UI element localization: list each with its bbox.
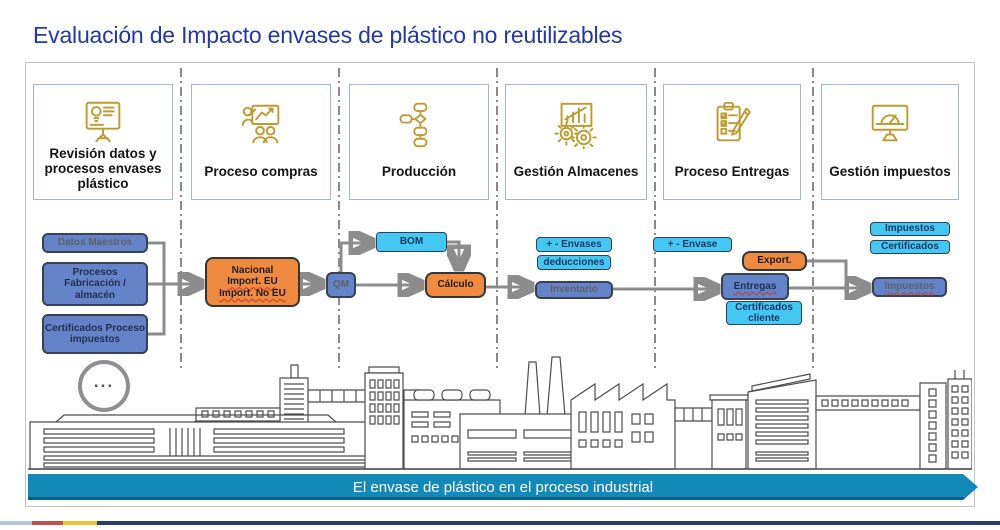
monitor-gauge-icon [865,96,915,152]
ellipsis-circle: ... [78,360,130,412]
flow-node-entregas: Entregas [721,273,789,300]
footer-strip-red [32,521,63,525]
phase-card-impuestos: Gestión impuestos [821,84,959,200]
flowchart-icon [395,96,443,152]
flow-node-export: Export. [742,251,807,271]
phase-label: Gestión impuestos [829,163,951,179]
flow-node-qm: QM [326,272,356,298]
column-separator [338,68,340,368]
phase-card-revision: Revisión datos y procesos envases plásti… [33,84,173,200]
footer-strip-navy [97,521,1000,525]
clipboard-pencil-icon [707,96,757,152]
flow-node-datos-maestros: Datos Maestros [42,233,148,253]
flow-node-certificados-cliente: Certificados cliente [726,301,802,325]
footer-strip-yellow [63,521,97,525]
phase-label: Producción [381,163,457,179]
flow-node-impuestos: Impuestos [872,277,947,297]
column-separator [812,68,814,368]
page-title: Evaluación de Impacto envases de plástic… [33,22,623,48]
flow-node-envase: + - Envase [653,237,732,252]
phase-label: Revisión datos y procesos envases plásti… [44,146,162,192]
flow-node-certificados-doc: Certificados [870,240,950,254]
flow-node-nacional-import: Nacional Import. EU Import. No EU [205,257,300,307]
flow-node-procesos-fabricacion: Procesos Fabricación / almacén [42,262,148,306]
phase-label: Gestión Almacenes [513,163,639,179]
presentation-idea-icon [78,96,128,146]
column-separator [180,68,182,368]
column-separator [654,68,656,368]
flow-node-impuestos-doc: Impuestos [870,222,950,236]
flow-node-calculo: Cálculo [425,272,486,298]
phase-label: Proceso compras [204,163,318,179]
flow-node-envases: + - Envases [536,237,612,252]
flow-node-bom: BOM [376,232,447,252]
footer-strip-lightblue [0,521,32,525]
phase-card-almacenes: Gestión Almacenes [505,84,647,200]
flow-node-inventario: Inventario [535,281,613,299]
phase-card-produccion: Producción [349,84,489,200]
presentation-people-icon [236,96,286,152]
chart-gears-icon [551,96,601,152]
flow-node-certificados-proceso: Certificados Proceso impuestos [42,314,148,354]
phase-card-compras: Proceso compras [191,84,331,200]
banner-label: El envase de plástico en el proceso indu… [352,478,654,496]
industrial-skyline [28,356,972,470]
bottom-banner: El envase de plástico en el proceso indu… [28,474,978,500]
phase-card-entregas: Proceso Entregas [663,84,801,200]
column-separator [496,68,498,368]
flow-node-deducciones: deducciones [537,255,611,270]
phase-label: Proceso Entregas [674,163,790,179]
